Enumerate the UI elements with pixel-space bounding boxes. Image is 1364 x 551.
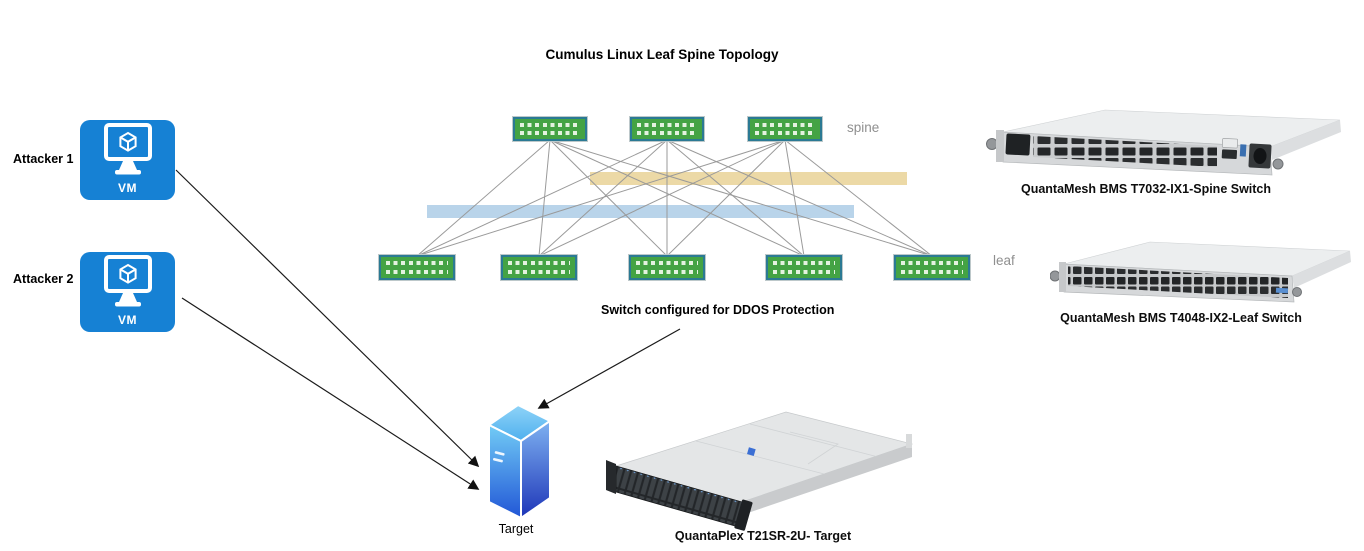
vm-label: VM xyxy=(118,181,137,195)
chassis-seams xyxy=(695,423,887,477)
leaf-switch-photo xyxy=(1050,241,1351,303)
switch-ports-row xyxy=(386,261,448,266)
leaf-switch-node-3 xyxy=(629,255,705,280)
vm-label: VM xyxy=(118,313,137,327)
attacker-2-label: Attacker 2 xyxy=(13,272,74,286)
cube-icon xyxy=(119,131,137,152)
spine-switch-node-1 xyxy=(513,117,587,141)
server-slot-marks xyxy=(493,451,505,463)
leaf-switch-node-5 xyxy=(894,255,970,280)
switch-ports-row xyxy=(520,123,580,127)
leaf-label: leaf xyxy=(993,253,1015,268)
switch-ports-row xyxy=(386,269,448,274)
switch-ports-row xyxy=(901,269,963,274)
attacker-1-vm: VM xyxy=(80,120,175,200)
attack-arrow-2 xyxy=(181,297,480,490)
leaf-link-highlight-band xyxy=(427,205,854,218)
switch-ports-row xyxy=(520,131,580,135)
spine-switch-photo xyxy=(986,109,1341,176)
switch-ports-row xyxy=(755,123,815,127)
page-title: Cumulus Linux Leaf Spine Topology xyxy=(545,47,779,62)
ddos-annotation-arrow xyxy=(537,328,681,409)
switch-ports-row xyxy=(773,261,835,266)
server-photo xyxy=(606,411,914,531)
spine-switch-node-2 xyxy=(630,117,704,141)
vm-monitor-icon xyxy=(104,255,152,307)
leaf-switch-caption: QuantaMesh BMS T4048-IX2-Leaf Switch xyxy=(1060,311,1302,325)
switch-ports-row xyxy=(901,261,963,266)
spine-label: spine xyxy=(847,120,880,135)
server-caption: QuantaPlex T21SR-2U- Target xyxy=(674,529,852,543)
switch-ports-row xyxy=(755,131,815,135)
switch-ports-row xyxy=(508,261,570,266)
spine-link-highlight-band xyxy=(590,172,907,185)
target-label: Target xyxy=(498,522,534,536)
ddos-annotation: Switch configured for DDOS Protection xyxy=(601,303,835,317)
switch-ports-row xyxy=(636,261,698,266)
leaf-switch-node-4 xyxy=(766,255,842,280)
spine-switch-caption: QuantaMesh BMS T7032-IX1-Spine Switch xyxy=(1020,182,1272,196)
leaf-switch-node-1 xyxy=(379,255,455,280)
spine-switch-node-3 xyxy=(748,117,822,141)
leaf-switch-node-2 xyxy=(501,255,577,280)
attacker-2-vm: VM xyxy=(80,252,175,332)
vm-monitor-icon xyxy=(104,123,152,175)
switch-ports-row xyxy=(773,269,835,274)
attack-arrow-1 xyxy=(175,169,480,468)
switch-ports-row xyxy=(508,269,570,274)
switch-ports-row xyxy=(637,123,697,127)
attacker-1-label: Attacker 1 xyxy=(13,152,74,166)
cube-icon xyxy=(119,263,137,284)
target-server-icon xyxy=(488,404,551,519)
switch-ports-row xyxy=(637,131,697,135)
switch-ports-row xyxy=(636,269,698,274)
mesh-links xyxy=(416,139,933,257)
